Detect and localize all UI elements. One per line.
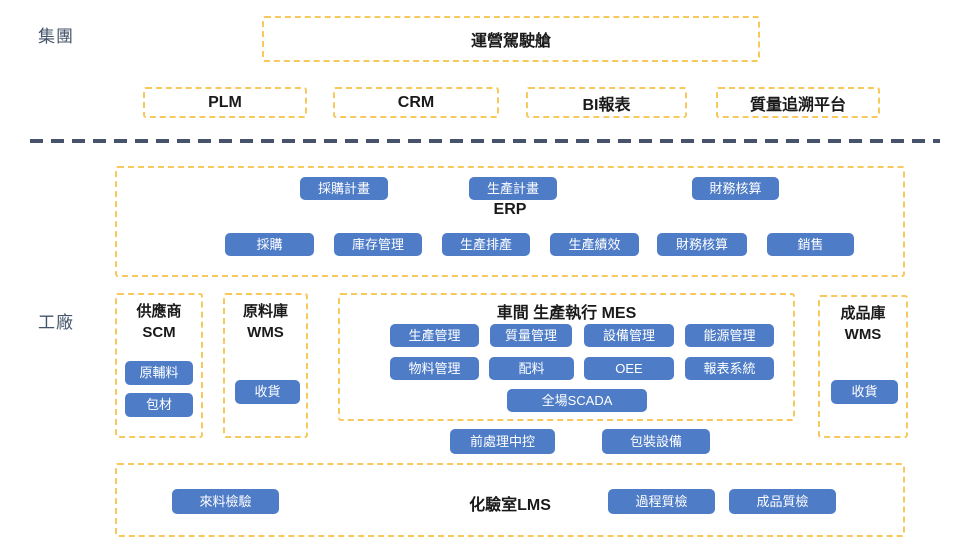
platform-box-quality-trace: 質量追溯平台 (716, 87, 880, 118)
scm-pill-packaging-material: 包材 (125, 393, 193, 417)
lms-pill-incoming-inspection: 來料檢驗 (172, 489, 279, 514)
equipment-pill-pretreatment-control: 前處理中控 (450, 429, 555, 454)
equipment-pill-packaging-equipment: 包裝設備 (602, 429, 710, 454)
lms-box: 化驗室LMS 來料檢驗 過程質檢 成品質檢 (115, 463, 905, 537)
platform-box-bi-report: BI報表 (526, 87, 687, 118)
raw-wms-box: 原料庫 WMS 收貨 (223, 293, 308, 438)
scm-pill-raw-aux-materials: 原輔料 (125, 361, 193, 385)
platform-label-quality-trace: 質量追溯平台 (749, 96, 846, 114)
mes-pill-equipment-mgmt: 設備管理 (584, 324, 674, 347)
platform-box-crm: CRM (333, 87, 499, 118)
erp-pill-inventory-mgmt: 庫存管理 (334, 233, 422, 256)
erp-pill-financial-accounting-bottom: 財務核算 (657, 233, 747, 256)
scm-box: 供應商 SCM 原輔料 包材 (115, 293, 203, 438)
erp-pill-production-plan: 生產計畫 (469, 177, 557, 200)
finished-wms-title-line1: 成品庫 (840, 305, 886, 322)
raw-wms-pill-receiving: 收貨 (235, 380, 300, 404)
factory-section-label: 工廠 (38, 313, 74, 332)
platform-label-plm: PLM (208, 93, 242, 111)
group-factory-divider (30, 139, 940, 143)
platform-label-crm: CRM (397, 93, 435, 111)
raw-wms-title-line2: WMS (247, 324, 284, 341)
erp-pill-procurement: 採購 (225, 233, 314, 256)
mes-pill-energy-mgmt: 能源管理 (685, 324, 774, 347)
lms-pill-finished-quality-inspection: 成品質檢 (729, 489, 836, 514)
finished-wms-pill-receiving: 收貨 (831, 380, 898, 404)
lms-pill-process-quality-inspection: 過程質檢 (608, 489, 715, 514)
scm-title: 供應商 SCM (117, 301, 201, 343)
erp-pill-financial-accounting-top: 財務核算 (692, 177, 779, 200)
erp-pill-procurement-plan: 採購計畫 (300, 177, 388, 200)
finished-wms-title: 成品庫 WMS (820, 303, 906, 345)
group-section-label: 集團 (38, 27, 74, 46)
mes-title: 車間 生產執行 MES (496, 305, 637, 322)
mes-pill-quality-mgmt: 質量管理 (490, 324, 572, 347)
erp-title: ERP (493, 201, 527, 218)
raw-wms-title: 原料庫 WMS (225, 301, 306, 343)
operation-cockpit-box: 運營駕駛艙 (262, 16, 760, 62)
erp-pill-sales: 銷售 (767, 233, 854, 256)
finished-wms-box: 成品庫 WMS 收貨 (818, 295, 908, 438)
mes-pill-plant-scada: 全場SCADA (507, 389, 647, 412)
mes-box: 車間 生產執行 MES 生產管理 質量管理 設備管理 能源管理 物料管理 配料 … (338, 293, 795, 421)
erp-pill-production-scheduling: 生產排產 (442, 233, 530, 256)
lms-title: 化驗室LMS (469, 497, 551, 514)
platform-box-plm: PLM (143, 87, 307, 118)
mes-pill-oee: OEE (584, 357, 674, 380)
mes-pill-material-mgmt: 物料管理 (390, 357, 479, 380)
erp-box: ERP 採購計畫 生產計畫 財務核算 採購 庫存管理 生產排產 生產績效 財務核… (115, 166, 905, 277)
mes-pill-production-mgmt: 生產管理 (390, 324, 479, 347)
erp-pill-production-performance: 生產績效 (550, 233, 639, 256)
platform-label-bi-report: BI報表 (582, 96, 631, 114)
raw-wms-title-line1: 原料庫 (242, 303, 288, 320)
scm-title-line2: SCM (142, 324, 176, 341)
mes-pill-batching: 配料 (489, 357, 574, 380)
finished-wms-title-line2: WMS (844, 326, 882, 343)
operation-cockpit-label: 運營駕駛艙 (470, 33, 551, 50)
scm-title-line1: 供應商 (136, 303, 182, 320)
mes-pill-report-system: 報表系統 (685, 357, 774, 380)
